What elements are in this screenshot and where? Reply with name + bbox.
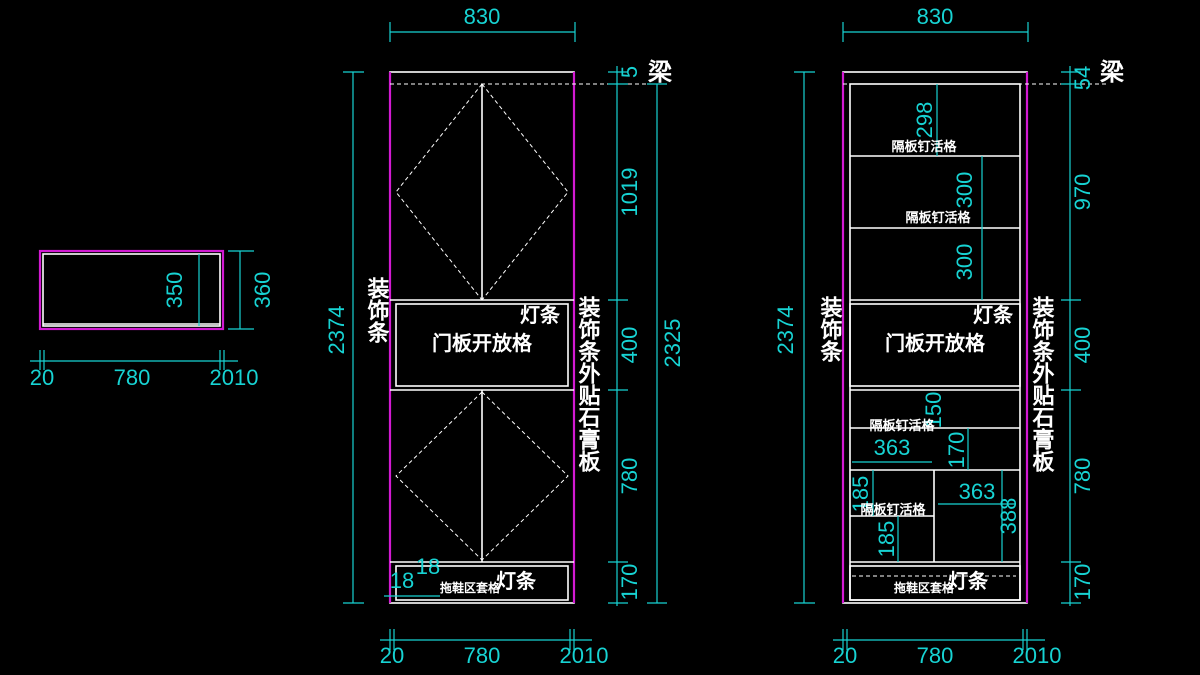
interior-shelf-label: 隔板钉活格 [869, 418, 935, 434]
side-dim-2010: 2010 [210, 365, 259, 390]
front-dim-5: 5 [617, 66, 642, 78]
interior-trim-left-label: 装饰条 [817, 296, 844, 362]
interior-open-label: 门板开放格 [885, 331, 986, 355]
interior-dim-363b: 363 [959, 479, 996, 504]
front-beam-label: 梁 [647, 58, 672, 86]
interior-trim-right-label: 装饰条外贴石膏板 [1029, 296, 1056, 473]
front-bot-20: 20 [380, 643, 404, 668]
front-open-cell [395, 303, 569, 387]
side-dim-360: 360 [250, 272, 275, 309]
front-trim-right-label: 装饰条外贴石膏板 [575, 296, 602, 473]
interior-dim-2374: 2374 [773, 306, 798, 355]
front-dim-18b: 18 [390, 568, 414, 593]
front-bottom-label: 拖鞋区套格 [440, 580, 501, 595]
front-door-open-mark [481, 391, 569, 561]
interior-dim-388: 388 [996, 498, 1021, 535]
interior-bot-2010: 2010 [1013, 643, 1062, 668]
interior-dim-185a: 185 [848, 476, 873, 513]
interior-dim-300a: 300 [952, 172, 977, 209]
front-light-strip-bottom: 灯条 [496, 569, 537, 593]
front-dim-780: 780 [617, 458, 642, 495]
front-trim-left-label: 装饰条 [364, 277, 391, 343]
front-dim-400: 400 [617, 327, 642, 364]
interior-dim-185b: 185 [874, 521, 899, 558]
interior-view: 830 298 300 300 隔板钉活格 隔板钉活格 门板开放格 灯条 150… [773, 4, 1124, 668]
interior-shelf-label: 隔板钉活格 [905, 210, 971, 226]
interior-open-cell [849, 303, 1021, 387]
front-dim-2325: 2325 [660, 319, 685, 368]
interior-dim-298: 298 [912, 102, 937, 139]
interior-dim-170b: 170 [944, 432, 969, 469]
front-bot-780: 780 [464, 643, 501, 668]
interior-dim-400: 400 [1070, 327, 1095, 364]
front-light-strip: 灯条 [520, 303, 561, 327]
side-view: 350 360 20 780 2010 [30, 249, 275, 390]
front-dim-1019: 1019 [617, 168, 642, 217]
interior-beam-label: 梁 [1099, 58, 1124, 86]
side-dim-20: 20 [30, 365, 54, 390]
side-outline [38, 249, 225, 331]
interior-bot-20: 20 [833, 643, 857, 668]
front-dim-2374: 2374 [324, 306, 349, 355]
front-door-open-mark [481, 83, 569, 301]
interior-dim-300b: 300 [952, 244, 977, 281]
front-door-open-mark [395, 83, 483, 301]
interior-bot-780: 780 [917, 643, 954, 668]
interior-dim-150: 150 [921, 392, 946, 429]
interior-dim-363a: 363 [874, 435, 911, 460]
front-view: 830 门板开放格 灯条 拖鞋区套格 灯条 装饰条 装饰条外贴石膏板 18 18 [324, 4, 685, 668]
interior-shelf-label: 隔板钉活格 [891, 139, 957, 155]
interior-bottom-cell [849, 565, 1021, 601]
side-dim-350: 350 [162, 272, 187, 309]
interior-dim-54: 54 [1070, 66, 1095, 90]
front-door-open-mark [395, 391, 483, 561]
front-bottom-cell [395, 565, 569, 601]
interior-shelf-label: 隔板钉活格 [860, 502, 926, 518]
side-dim-780: 780 [114, 365, 151, 390]
front-bot-2010: 2010 [560, 643, 609, 668]
front-open-label: 门板开放格 [432, 331, 533, 355]
interior-light-strip: 灯条 [973, 303, 1014, 327]
side-inner [42, 253, 221, 327]
front-dim-170: 170 [617, 564, 642, 601]
interior-dim-780: 780 [1070, 458, 1095, 495]
front-dim-830: 830 [464, 4, 501, 29]
interior-dim-970: 970 [1070, 174, 1095, 211]
interior-dim-170: 170 [1070, 564, 1095, 601]
front-dim-18a: 18 [416, 554, 440, 579]
interior-light-strip-bottom: 灯条 [948, 569, 989, 593]
interior-dim-830: 830 [917, 4, 954, 29]
interior-bottom-label: 拖鞋区套格 [894, 580, 955, 595]
